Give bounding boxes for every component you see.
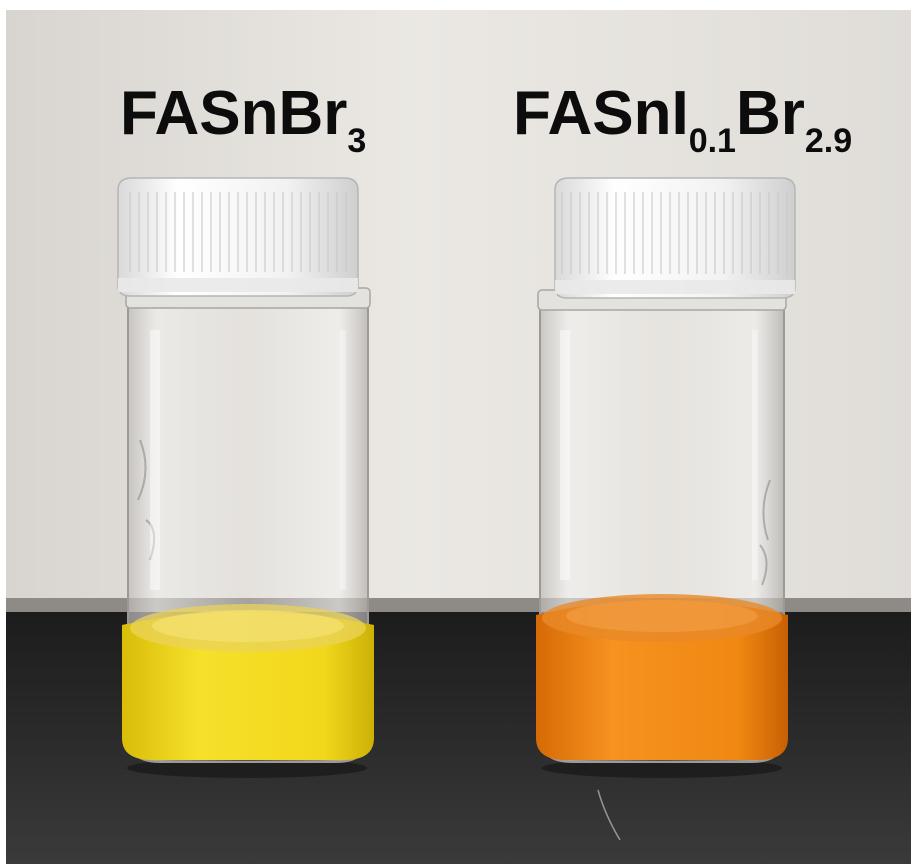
label-fasnbr3: FASnBr3 [120,78,366,158]
powder-right [536,600,788,760]
label-left-sub: 3 [347,122,367,160]
vial-left [117,177,374,778]
label-right-sub1: 0.1 [688,122,736,160]
label-right-sub2: 2.9 [804,122,853,160]
label-right-main1: FASnI [513,79,689,148]
label-left-main: FASnBr [120,79,348,148]
powder-left [122,611,374,760]
vial-right [536,177,796,778]
label-right-main2: Br [735,79,805,148]
label-fasni-br: FASnI0.1Br2.9 [513,78,852,158]
